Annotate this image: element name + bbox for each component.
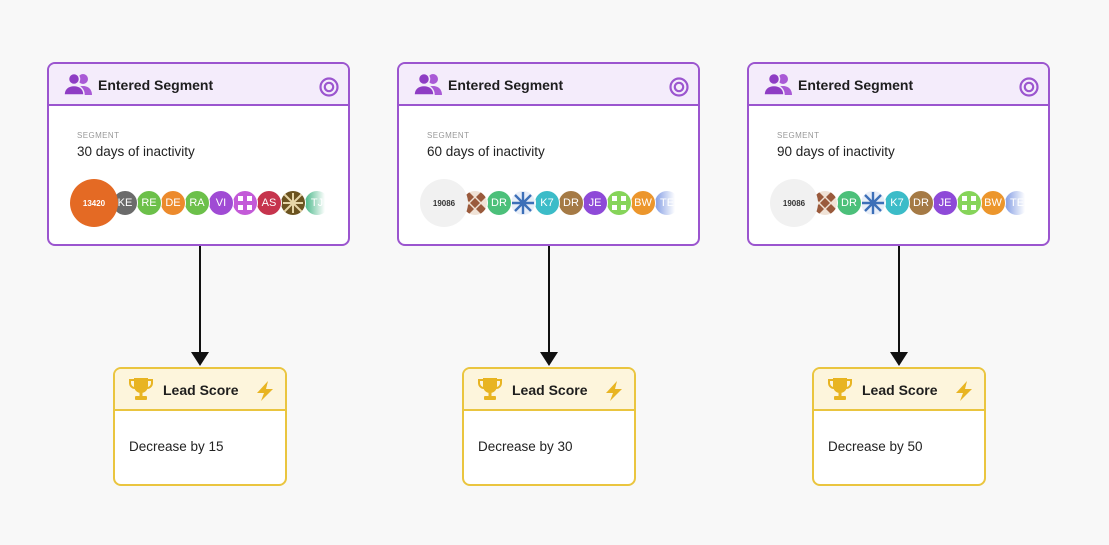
lead-card-header: Lead Score [464,369,634,411]
connector-line [898,246,900,354]
contact-avatar: JE [932,190,958,216]
contact-avatar: RE [136,190,162,216]
lead-score-action-card[interactable]: Lead Score Decrease by 50 [812,367,986,486]
lead-score-action-card[interactable]: Lead Score Decrease by 15 [113,367,287,486]
contact-avatar [860,190,886,216]
connector-line [548,246,550,354]
segment-trigger-card[interactable]: Entered Segment SEGMENT 90 days of inact… [747,62,1050,246]
target-icon[interactable] [319,77,339,97]
lead-score-change: Decrease by 15 [129,439,224,454]
connector-line [199,246,201,354]
lightning-icon[interactable] [254,380,276,402]
contact-avatar-stack: 19086 DRK7DRJEBWTE [420,178,675,228]
segment-name: 90 days of inactivity [777,144,895,159]
lightning-icon[interactable] [603,380,625,402]
contact-avatar: DR [908,190,934,216]
contact-avatar [462,190,488,216]
users-icon [63,72,93,96]
lead-card-header: Lead Score [115,369,285,411]
contact-count-badge: 13420 [70,179,118,227]
segment-name: 60 days of inactivity [427,144,545,159]
segment-card-title: Entered Segment [798,77,914,93]
segment-card-header: Entered Segment [749,64,1048,106]
contact-avatar: K7 [534,190,560,216]
lead-card-title: Lead Score [512,382,588,398]
lead-score-action-card[interactable]: Lead Score Decrease by 30 [462,367,636,486]
segment-trigger-card[interactable]: Entered Segment SEGMENT 60 days of inact… [397,62,700,246]
lead-score-change: Decrease by 30 [478,439,573,454]
segment-field-label: SEGMENT [77,131,120,140]
segment-name: 30 days of inactivity [77,144,195,159]
avatar-overflow-fade [657,178,675,228]
segment-trigger-card[interactable]: Entered Segment SEGMENT 30 days of inact… [47,62,350,246]
segment-card-header: Entered Segment [399,64,698,106]
target-icon[interactable] [669,77,689,97]
trophy-icon [476,375,504,403]
segment-field-label: SEGMENT [427,131,470,140]
trophy-icon [127,375,155,403]
contact-avatar: DR [836,190,862,216]
connector-arrowhead [540,352,558,366]
contact-avatar: VI [208,190,234,216]
lead-card-title: Lead Score [862,382,938,398]
segment-card-header: Entered Segment [49,64,348,106]
trophy-icon [826,375,854,403]
contact-avatar [232,190,258,216]
users-icon [413,72,443,96]
lead-card-title: Lead Score [163,382,239,398]
segment-field-label: SEGMENT [777,131,820,140]
contact-avatar: DE [160,190,186,216]
contact-count-badge: 19086 [420,179,468,227]
contact-avatar-stack: 19086 DRK7DRJEBWTE [770,178,1025,228]
contact-avatar [280,190,306,216]
contact-avatar [956,190,982,216]
target-icon[interactable] [1019,77,1039,97]
contact-avatar: JE [582,190,608,216]
segment-card-title: Entered Segment [98,77,214,93]
contact-avatar: AS [256,190,282,216]
lightning-icon[interactable] [953,380,975,402]
contact-avatar: DR [486,190,512,216]
avatar-overflow-fade [307,178,325,228]
segment-card-title: Entered Segment [448,77,564,93]
connector-arrowhead [191,352,209,366]
contact-avatar: K7 [884,190,910,216]
contact-avatar: DR [558,190,584,216]
connector-arrowhead [890,352,908,366]
lead-card-header: Lead Score [814,369,984,411]
contact-avatar: BW [630,190,656,216]
users-icon [763,72,793,96]
contact-count-badge: 19086 [770,179,818,227]
contact-avatar: RA [184,190,210,216]
contact-avatar-stack: 13420 KEREDERAVIASTJ [70,178,325,228]
contact-avatar [606,190,632,216]
contact-avatar: BW [980,190,1006,216]
lead-score-change: Decrease by 50 [828,439,923,454]
contact-avatar [510,190,536,216]
avatar-overflow-fade [1007,178,1025,228]
